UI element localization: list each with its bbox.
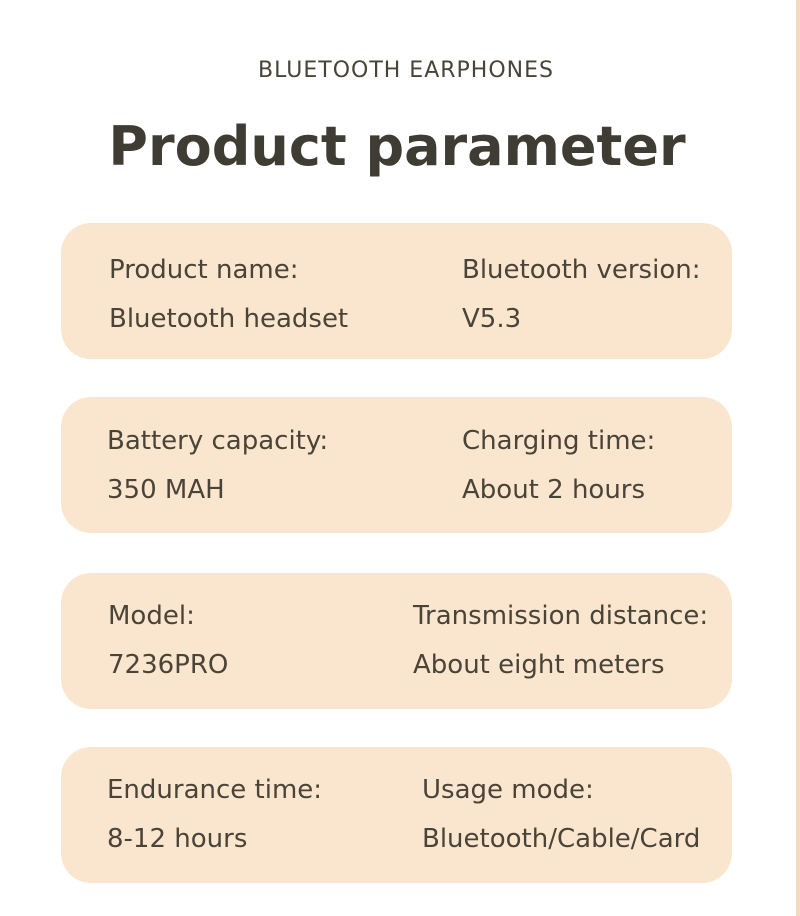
param-card-endurance: Endurance time: 8-12 hours Usage mode: B… [61, 747, 732, 883]
param-value: V5.3 [462, 304, 522, 334]
param-label: Model: [108, 601, 195, 631]
param-label: Usage mode: [422, 775, 594, 805]
right-edge-strip [796, 0, 800, 916]
param-label: Bluetooth version: [462, 255, 701, 285]
param-card-product: Product name: Bluetooth headset Bluetoot… [61, 223, 732, 359]
param-label: Transmission distance: [413, 601, 709, 631]
param-card-model: Model: 7236PRO Transmission distance: Ab… [61, 573, 732, 709]
param-battery-capacity: Battery capacity: 350 MAH [107, 424, 328, 507]
param-product-name: Product name: Bluetooth headset [109, 253, 348, 336]
param-value: About 2 hours [462, 475, 646, 505]
param-value: About eight meters [413, 650, 665, 680]
param-value: 8-12 hours [107, 824, 248, 854]
param-value: 7236PRO [108, 650, 229, 680]
param-usage-mode: Usage mode: Bluetooth/Cable/Card [422, 773, 700, 856]
param-label: Battery capacity: [107, 426, 329, 456]
param-label: Endurance time: [107, 775, 323, 805]
param-transmission-distance: Transmission distance: About eight meter… [413, 599, 708, 682]
section-subtitle: BLUETOOTH EARPHONES [258, 58, 554, 83]
param-model: Model: 7236PRO [108, 599, 228, 682]
param-charging-time: Charging time: About 2 hours [462, 424, 655, 507]
param-endurance-time: Endurance time: 8-12 hours [107, 773, 322, 856]
param-label: Charging time: [462, 426, 656, 456]
param-label: Product name: [109, 255, 299, 285]
param-card-battery: Battery capacity: 350 MAH Charging time:… [61, 397, 732, 533]
param-bluetooth-version: Bluetooth version: V5.3 [462, 253, 700, 336]
page-title: Product parameter [108, 115, 686, 178]
param-value: Bluetooth/Cable/Card [422, 824, 701, 854]
param-value: Bluetooth headset [109, 304, 349, 334]
param-value: 350 MAH [107, 475, 225, 505]
